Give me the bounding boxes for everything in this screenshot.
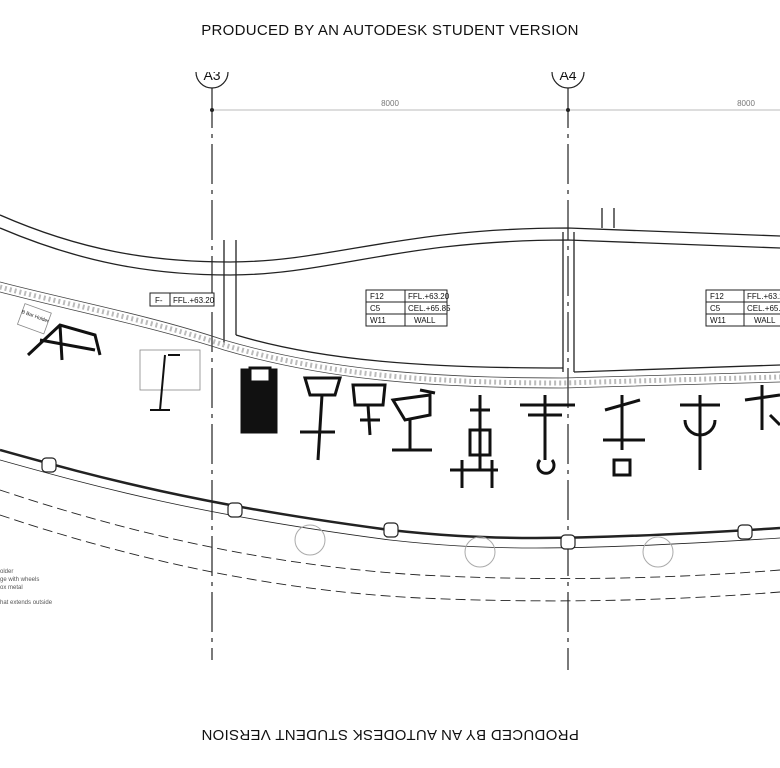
tag-value: CEL.+65.8	[747, 304, 780, 313]
dimension-a4-a5: 8000	[737, 99, 755, 108]
grid-axis-a3: A3	[195, 67, 229, 660]
grid-axis-a4: A4	[551, 67, 585, 670]
gym-equipment	[26, 323, 780, 488]
tag-code: W11	[370, 316, 386, 325]
tag-value: FFL.+63.20	[408, 292, 450, 301]
room-tag-middle: F12 FFL.+63.20 C5 CEL.+65.85 W11 WALL	[365, 289, 451, 327]
tag-value: WALL	[754, 316, 776, 325]
legend: older ge with wheels ox metal hat extend…	[0, 569, 53, 606]
bar-holder: B Bar Holder	[16, 303, 52, 335]
legend-item: ox metal	[0, 585, 23, 591]
level-tag-left: F- FFL.+63.20	[149, 292, 215, 307]
grid-label-a4: A4	[559, 67, 576, 83]
legend-item: ge with wheels	[0, 577, 39, 583]
tag-code: F-	[155, 296, 163, 305]
tag-value: CEL.+65.85	[408, 304, 451, 313]
tag-code: W11	[710, 316, 726, 325]
tag-value: FFL.+63.2	[747, 292, 780, 301]
tag-code: C5	[370, 304, 381, 313]
outer-wall	[0, 208, 780, 373]
dimension-a3-a4: 8000	[381, 99, 399, 108]
tag-code: C5	[710, 304, 721, 313]
room-tag-right: F12 FFL.+63.2 C5 CEL.+65.8 W11 WALL	[705, 289, 780, 327]
grid-label-a3: A3	[203, 67, 220, 83]
legend-item: older	[0, 569, 13, 575]
lighting-markers	[41, 457, 753, 550]
tag-code: F12	[370, 292, 384, 301]
hatched-strip	[0, 281, 780, 389]
watermark-top: PRODUCED BY AN AUTODESK STUDENT VERSION	[201, 22, 579, 39]
tag-value: WALL	[414, 316, 436, 325]
tag-code: F12	[710, 292, 724, 301]
tag-value: FFL.+63.20	[173, 296, 215, 305]
legend-item: hat extends outside	[0, 600, 53, 606]
